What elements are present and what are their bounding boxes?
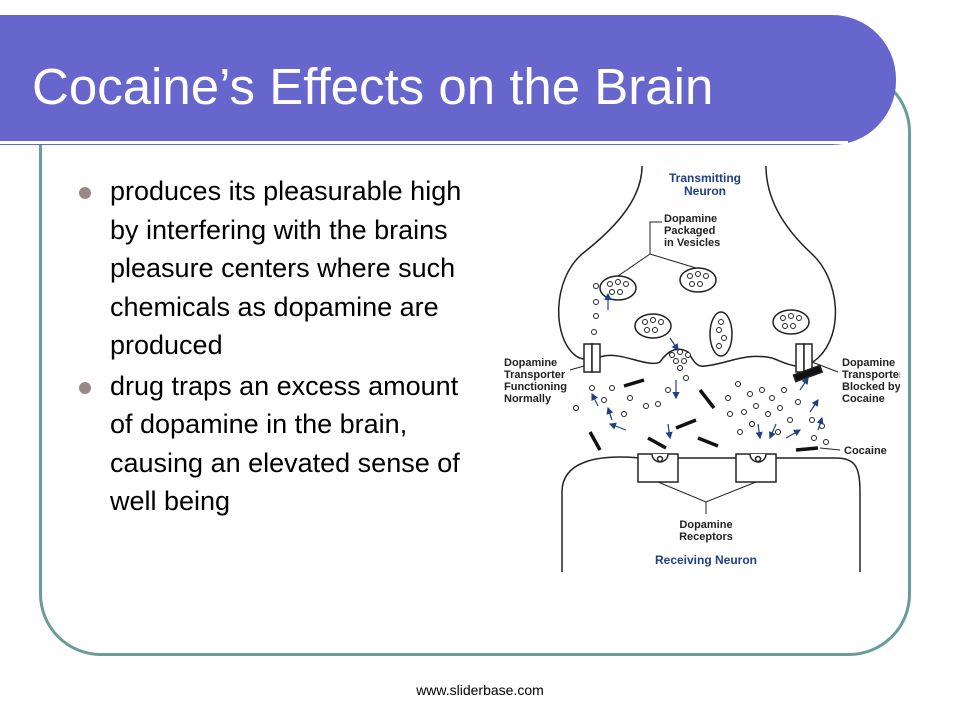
synapse-svg: Transmitting Neuron Dopamine Packaged in… — [504, 165, 900, 572]
bullet-dot-icon — [79, 381, 91, 394]
label-line: Transmitting — [669, 171, 741, 185]
bullet-dot-icon — [79, 187, 91, 199]
label-line: Dopamine — [664, 213, 717, 225]
label-line: Dopamine — [842, 357, 895, 369]
vesicle-group — [599, 267, 810, 357]
bullet-list: produces its pleasurable high by interfe… — [76, 172, 476, 523]
bullet-text: drug traps an excess amount of dopamine … — [110, 370, 460, 517]
bullet-item: produces its pleasurable high by interfe… — [76, 172, 476, 365]
label-leader-lines — [569, 221, 841, 514]
label-transmitting-neuron: Transmitting Neuron — [669, 171, 741, 198]
synapse-diagram: Transmitting Neuron Dopamine Packaged in… — [500, 162, 900, 574]
label-line: Neuron — [684, 184, 726, 198]
footer-url: www.sliderbase.com — [416, 682, 544, 698]
label-receiving-neuron: Receiving Neuron — [655, 553, 757, 567]
dopamine-receptor-right — [735, 453, 777, 483]
vesicle-dopamine-dots — [607, 271, 802, 349]
title-bar: Cocaine’s Effects on the Brain — [0, 15, 896, 145]
label-line: Dopamine — [504, 357, 557, 369]
label-line: Cocaine — [844, 445, 887, 457]
transporter-normal — [583, 343, 601, 373]
label-cocaine: Cocaine — [844, 445, 887, 457]
label-line: Transporter — [842, 369, 900, 381]
label-dopamine-vesicles: Dopamine Packaged in Vesicles — [664, 213, 720, 249]
transporter-blocked — [792, 343, 824, 383]
label-line: Packaged — [664, 225, 715, 237]
label-line: Cocaine — [842, 393, 885, 405]
label-line: Transporter — [504, 369, 566, 381]
title-underline — [0, 141, 848, 144]
fusing-vesicle — [669, 349, 691, 364]
dopamine-receptor-left — [637, 453, 679, 483]
label-line: Blocked by — [842, 381, 900, 393]
label-line: Functioning — [504, 381, 567, 393]
dopamine-molecules — [573, 283, 829, 445]
dopamine-flow-arrows — [591, 292, 824, 440]
label-line: in Vesicles — [664, 237, 720, 249]
slide-title: Cocaine’s Effects on the Brain — [32, 58, 714, 115]
label-dopamine-receptors: Dopamine Receptors — [679, 519, 733, 543]
label-line: Receiving Neuron — [655, 553, 757, 567]
cocaine-molecules — [588, 378, 819, 452]
label-line: Normally — [504, 393, 552, 405]
bullet-text: produces its pleasurable high by interfe… — [110, 176, 462, 360]
label-line: Receptors — [679, 531, 733, 543]
label-line: Dopamine — [679, 519, 732, 531]
label-transporter-normal: Dopamine Transporter Functioning Normall… — [504, 357, 567, 405]
label-transporter-blocked: Dopamine Transporter Blocked by Cocaine — [842, 357, 900, 405]
bullet-item: drug traps an excess amount of dopamine … — [76, 367, 476, 521]
